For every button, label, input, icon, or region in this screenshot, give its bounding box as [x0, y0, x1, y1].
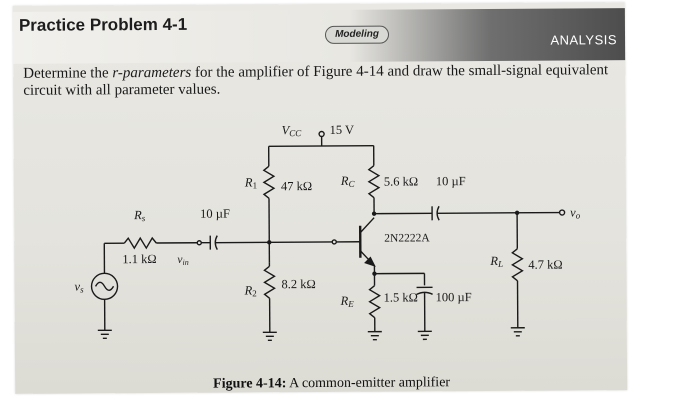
re-name: RE: [340, 294, 355, 309]
vo-label: vo: [570, 205, 581, 220]
rc-name: RC: [340, 174, 356, 189]
r1-name: R1: [244, 175, 257, 190]
caption-text: A common-emitter amplifier: [286, 375, 451, 392]
textbook-page: Practice Problem 4-1 Modeling ANALYSIS D…: [12, 2, 628, 394]
transistor-label: 2N2222A: [384, 232, 430, 244]
output-cap-value: 10 µF: [436, 174, 466, 188]
circuit-diagram: VCC 15 V R1 47 kΩ RC 5.6 kΩ 10 µF vo Rs …: [74, 123, 581, 342]
r2-value: 8.2 kΩ: [281, 277, 315, 291]
rs-name: Rs: [133, 208, 146, 223]
figure-number: Figure 4-14:: [213, 376, 287, 392]
vcc-label: VCC: [282, 123, 303, 138]
rl-value: 4.7 kΩ: [528, 258, 562, 272]
input-cap-value: 10 µF: [200, 207, 230, 221]
vs-label: vs: [74, 279, 84, 294]
r1-value: 47 kΩ: [281, 179, 312, 193]
re-value: 1.5 kΩ: [384, 290, 418, 304]
ce-value: 100 µF: [436, 290, 472, 304]
rc-value: 5.6 kΩ: [384, 174, 418, 188]
vin-label: vin: [177, 254, 188, 267]
figure-caption: Figure 4-14: A common-emitter amplifier: [213, 375, 450, 392]
r2-name: R2: [244, 283, 257, 298]
rl-name: RL: [489, 254, 503, 269]
vcc-value: 15 V: [330, 123, 355, 137]
rs-value: 1.1 kΩ: [122, 252, 156, 266]
